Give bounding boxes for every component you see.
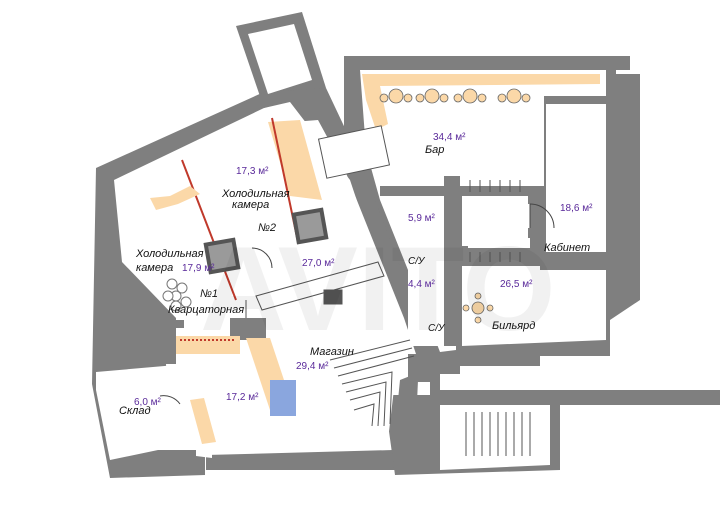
kitchen-equipment: [245, 125, 391, 318]
billiard-area: 26,5 м²: [500, 279, 533, 290]
partitions: [140, 176, 610, 382]
shop-name: Магазин: [310, 346, 354, 358]
doors: [159, 203, 555, 405]
cold-room-details: [150, 117, 329, 444]
bar-counter: [362, 74, 600, 130]
cold-room-1-number: №1: [200, 288, 218, 300]
room-labels: 34,4 м² Бар 17,3 м² Холодильная камера №…: [119, 132, 593, 417]
corridor-area: 17,2 м²: [226, 392, 259, 403]
shop-area: 29,4 м²: [296, 361, 329, 372]
cold-room-1-name-1: Холодильная: [135, 248, 204, 260]
cold-room-1-name-2: камера: [136, 262, 173, 274]
watermark: AVITO: [200, 222, 556, 356]
billiard-furniture: [462, 292, 494, 324]
wc-1-area: 5,9 м²: [408, 213, 436, 224]
bar-name: Бар: [425, 144, 444, 156]
wc-1-name: С/У: [408, 256, 426, 267]
cold-room-2-name-2: камера: [232, 199, 269, 211]
cold-room-2-number: №2: [258, 222, 276, 234]
wc-2-name: С/У: [428, 323, 446, 334]
stairs-right: [465, 180, 531, 456]
storage-name: Склад: [119, 405, 151, 417]
storage-area: 6,0 м²: [134, 397, 162, 408]
office-name: Кабинет: [544, 242, 590, 254]
bar-area: 34,4 м²: [433, 132, 466, 143]
shop-stairs: [329, 339, 415, 427]
aquarium-name: Кварцаторная: [168, 304, 244, 316]
floors: [104, 24, 606, 462]
cold-room-2-name-1: Холодильная: [221, 188, 290, 200]
billiard-name: Бильярд: [492, 320, 535, 332]
cold-room-2-area: 17,3 м²: [236, 166, 269, 177]
office-area: 18,6 м²: [560, 203, 593, 214]
kitchen-area: 27,0 м²: [302, 258, 335, 269]
cold-room-1-area: 17,9 м²: [182, 263, 215, 274]
wc-2-area: 4,4 м²: [408, 279, 436, 290]
